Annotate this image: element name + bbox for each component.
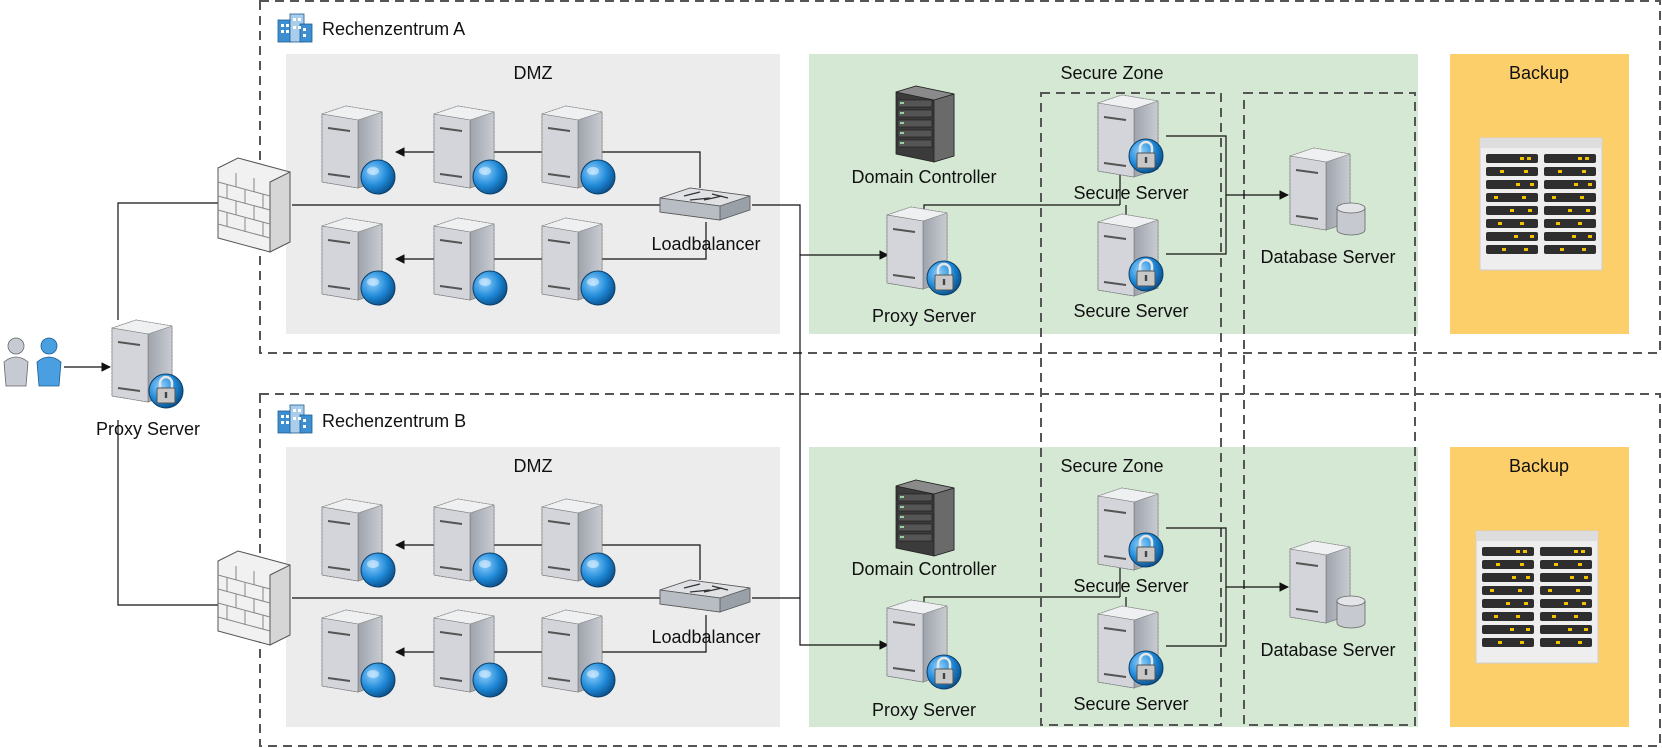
connector [752,204,889,260]
proxy-server-label: Proxy Server [96,419,200,439]
domain-controller-label-b: Domain Controller [851,559,996,579]
loadbalancer-label-b: Loadbalancer [651,627,760,647]
datacenter-b-frame [259,393,1661,747]
lock-icon [925,653,963,691]
storage-rack-icon [1480,138,1602,270]
connector [395,147,701,188]
lock-icon [1127,137,1165,175]
users-icon [36,337,62,387]
connector [395,615,707,657]
storage-rack-icon [1476,531,1598,663]
secure-server-label-a1: Secure Server [1073,183,1188,203]
database-server-label-b: Database Server [1260,640,1395,660]
backup-title-a: Backup [1509,63,1569,83]
database-icon [1336,595,1366,629]
datacenter-a-title: Rechenzentrum A [322,19,465,39]
connector [117,198,251,320]
database-icon [1336,202,1366,236]
secure-zone-title-a: Secure Zone [1060,63,1163,83]
connector [395,540,701,580]
lock-icon [925,259,963,297]
secure-server-label-a2: Secure Server [1073,301,1188,321]
database-server-group [1243,92,1416,726]
domain-controller-label-a: Domain Controller [851,167,996,187]
dmz-title-b: DMZ [514,456,553,476]
proxy-server-label-a: Proxy Server [872,306,976,326]
datacenter-a-frame [259,0,1661,354]
firewall-icon [217,550,291,646]
lock-icon [147,372,185,410]
domain-controller-icon [895,479,955,557]
connector [117,420,255,610]
users-icon [3,337,29,387]
secure-server-label-b1: Secure Server [1073,576,1188,596]
proxy-server-label-b: Proxy Server [872,700,976,720]
datacenter-b-title: Rechenzentrum B [322,411,466,431]
database-server-label-a: Database Server [1260,247,1395,267]
secure-server-label-b2: Secure Server [1073,694,1188,714]
secure-server-group [1040,92,1222,726]
lock-icon [1127,531,1165,569]
domain-controller-icon [895,85,955,163]
lock-icon [1127,255,1165,293]
dmz-title-a: DMZ [514,63,553,83]
backup-title-b: Backup [1509,456,1569,476]
lock-icon [1127,649,1165,687]
connector [923,596,1120,604]
connector [752,597,889,650]
firewall-icon [217,157,291,253]
datacenter-icon [277,404,313,434]
secure-zone-title-b: Secure Zone [1060,456,1163,476]
loadbalancer-label-a: Loadbalancer [651,234,760,254]
datacenter-icon [277,13,313,43]
connector [395,222,707,264]
